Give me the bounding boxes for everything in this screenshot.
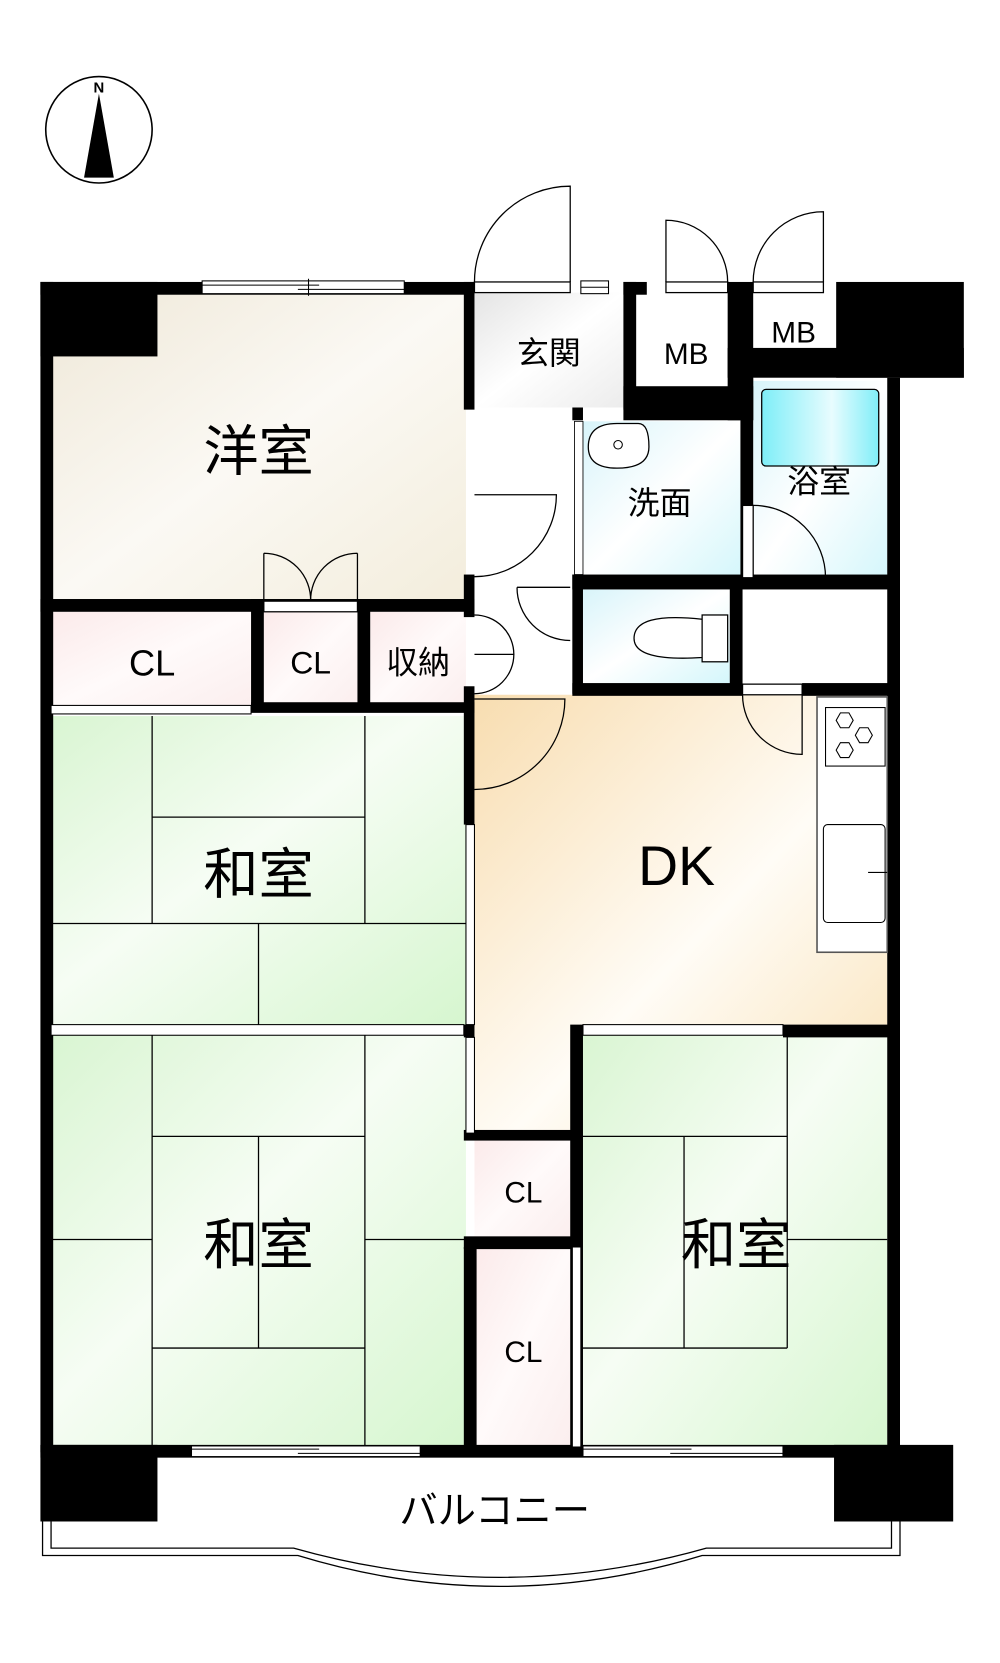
room-mb-2 (753, 292, 837, 348)
label-washroom: 洗面 (628, 485, 692, 521)
bathtub-icon (761, 388, 880, 467)
room-closet-4 (474, 1246, 571, 1448)
compass-label: N (94, 81, 105, 97)
room-storage (370, 611, 466, 708)
label-mb-2: MB (771, 317, 816, 350)
doors (263, 185, 827, 791)
room-closet-1 (51, 611, 252, 708)
windows (50, 278, 784, 1458)
kitchen-sink-icon (822, 824, 886, 924)
stove-icon (825, 707, 886, 767)
room-hall (474, 407, 573, 695)
label-balcony: バルコニー (399, 1490, 590, 1533)
label-closet-2: CL (290, 644, 331, 680)
label-closet-1: CL (129, 643, 175, 684)
label-mb-1: MB (664, 338, 709, 371)
tatami-lines (51, 716, 888, 1448)
label-western-room: 洋室 (203, 420, 314, 482)
room-japanese-3 (580, 1035, 888, 1448)
label-bathroom: 浴室 (787, 464, 851, 500)
balcony-outline (41, 1521, 901, 1587)
north-compass-icon: N (44, 75, 153, 184)
label-japanese-room-1: 和室 (203, 844, 314, 906)
room-mb-1 (636, 292, 728, 387)
room-closet-3 (474, 1138, 571, 1239)
label-dk: DK (638, 835, 715, 897)
room-dk (474, 694, 888, 1130)
label-storage: 収納 (386, 644, 450, 680)
label-closet-3: CL (504, 1176, 542, 1209)
label-entrance: 玄関 (517, 335, 581, 371)
toilet-icon (633, 614, 729, 663)
label-closet-4: CL (504, 1336, 542, 1369)
room-entrance (474, 292, 624, 408)
label-japanese-room-2: 和室 (203, 1214, 314, 1276)
label-japanese-room-3: 和室 (681, 1214, 792, 1276)
fixtures (587, 388, 889, 954)
room-closet-2 (263, 611, 358, 708)
walls (40, 281, 964, 1522)
